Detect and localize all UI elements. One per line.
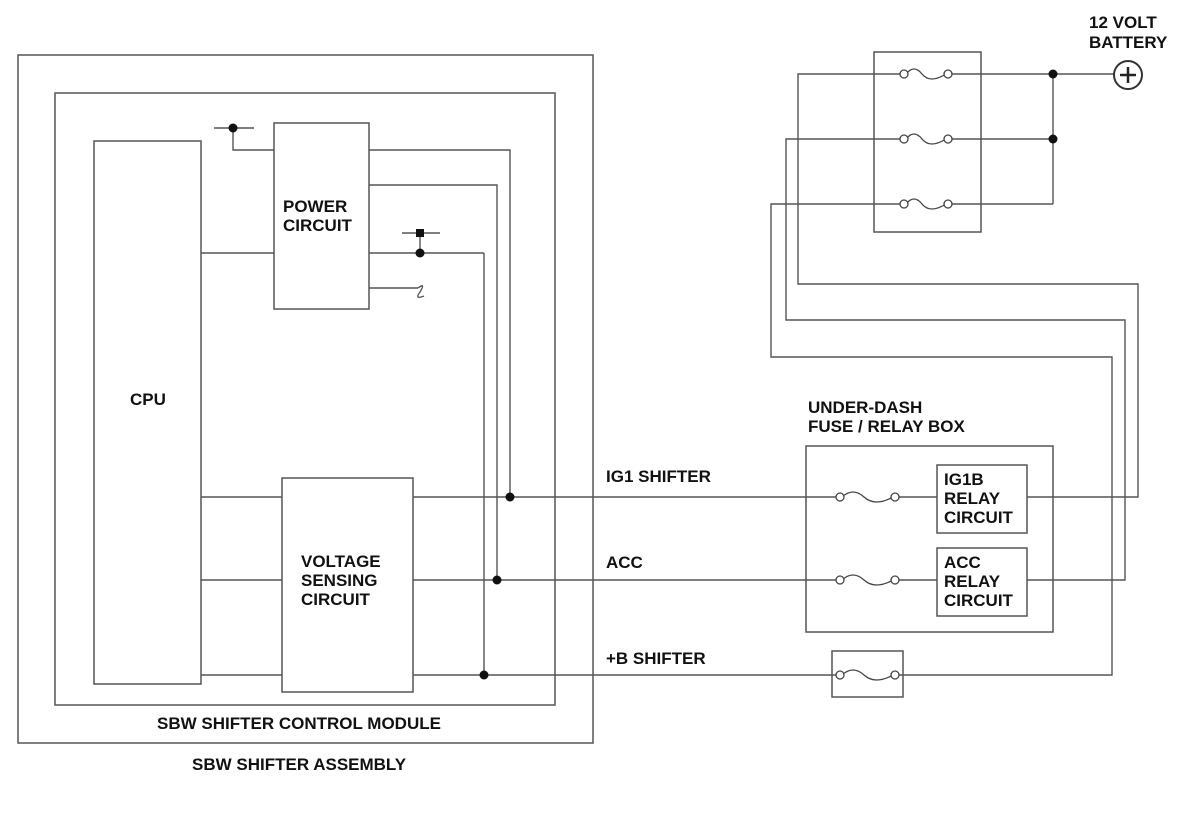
fuse-icon	[899, 198, 953, 210]
power-circuit-label-line2: CIRCUIT	[283, 216, 353, 235]
battery-fuse-block	[873, 51, 982, 233]
junction-dot	[228, 123, 238, 133]
fuse-icon	[835, 669, 900, 681]
junction-dot	[1048, 134, 1058, 144]
voltage-sensing-circuit-box	[281, 477, 414, 693]
acc-relay-label-line1: ACC	[944, 553, 981, 572]
sbw-shifter-assembly-box	[17, 54, 594, 744]
junction-dot	[415, 248, 425, 258]
b-shifter-fuse-box	[831, 650, 904, 698]
cpu-box	[93, 140, 202, 685]
assembly-label: SBW SHIFTER ASSEMBLY	[192, 755, 407, 774]
wire-label-b-shifter: +B SHIFTER	[606, 649, 706, 668]
voltage-sensing-label-line2: SENSING	[301, 571, 378, 590]
ig1b-relay-circuit-box	[936, 464, 1028, 534]
fuse-icon	[899, 68, 953, 80]
ig1b-relay-label-line1: IG1B	[944, 470, 984, 489]
battery-label-line2: BATTERY	[1089, 33, 1168, 52]
under-dash-label-line2: FUSE / RELAY BOX	[808, 417, 965, 436]
control-module-label: SBW SHIFTER CONTROL MODULE	[157, 714, 441, 733]
ig1b-relay-label-line3: CIRCUIT	[944, 508, 1014, 527]
power-circuit-box	[273, 122, 370, 310]
junction-dot	[505, 492, 515, 502]
acc-relay-label-line3: CIRCUIT	[944, 591, 1014, 610]
cpu-label: CPU	[130, 390, 166, 409]
wire-label-ig1-shifter: IG1 SHIFTER	[606, 467, 711, 486]
fuse-icon	[835, 574, 900, 586]
voltage-sensing-label-line1: VOLTAGE	[301, 552, 381, 571]
battery-label-line1: 12 VOLT	[1089, 13, 1157, 32]
fuse-icon	[899, 133, 953, 145]
power-circuit-label-line1: POWER	[283, 197, 347, 216]
acc-relay-label-line2: RELAY	[944, 572, 1001, 591]
under-dash-fuse-relay-box	[805, 445, 1054, 633]
under-dash-label-line1: UNDER-DASH	[808, 398, 922, 417]
voltage-sensing-label-line3: CIRCUIT	[301, 590, 371, 609]
wire-label-acc: ACC	[606, 553, 643, 572]
wiring	[201, 73, 1139, 676]
sbw-shifter-control-module-box	[54, 92, 556, 706]
junction-dot	[492, 575, 502, 585]
junction-dot	[479, 670, 489, 680]
junction-square	[416, 229, 424, 237]
ig1b-relay-label-line2: RELAY	[944, 489, 1001, 508]
acc-relay-circuit-box	[936, 547, 1028, 617]
junction-dot	[1048, 69, 1058, 79]
fuse-icon	[835, 491, 900, 503]
